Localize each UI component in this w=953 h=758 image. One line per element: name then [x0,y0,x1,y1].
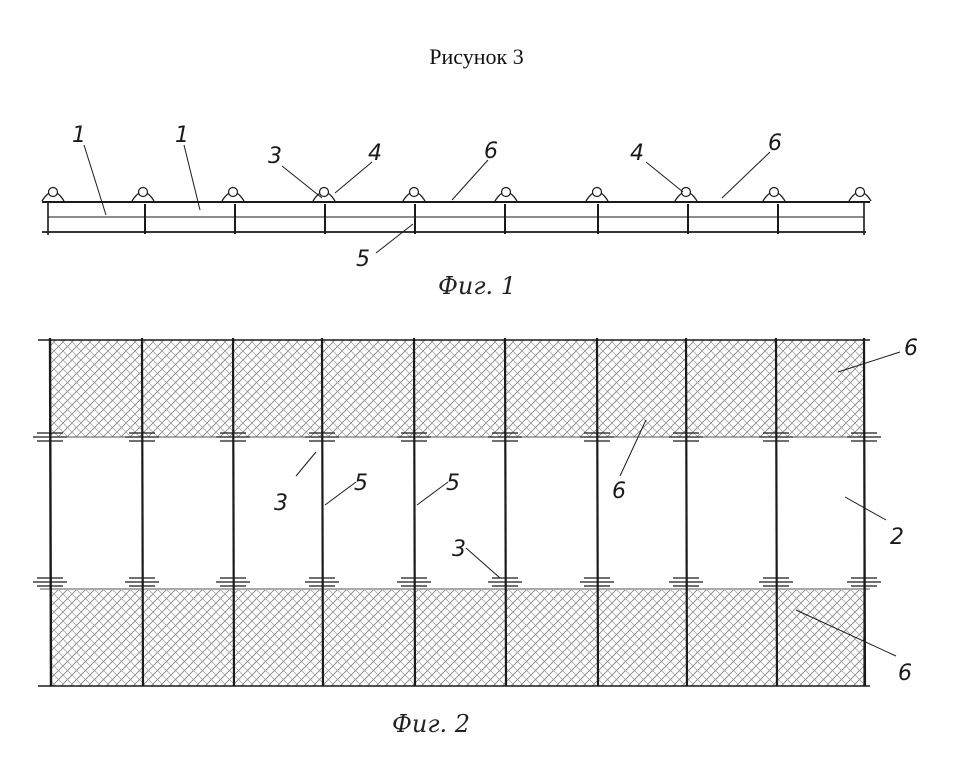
fig1-hinge [402,186,426,202]
fig2-caption: Фиг. 2 [392,710,470,738]
fig1-label-5: 5 [356,247,370,272]
fig2-hatched-bottom-band [50,590,864,686]
fig2-leaders [295,351,901,657]
fig2-posts [48,337,867,687]
fig2-post [774,337,779,687]
fig1-label-6b: 6 [768,131,782,156]
fig2-post [862,337,867,687]
fig2-label-3b: 3 [452,537,466,562]
hinge-pin [137,186,149,198]
fig2-hatched-top-band [50,340,864,437]
fig2-clip [33,432,67,442]
fig1-posts [144,204,779,234]
fig2-post [412,337,417,687]
fig2-label-6-mid: 6 [612,479,626,504]
fig2-label-5a: 5 [354,471,368,496]
fig2-label-6-bottom: 6 [898,661,912,686]
fig2-clip [305,577,339,587]
hinge-pin [854,186,866,198]
fig2-clip [397,432,431,442]
fig2-clip [125,432,159,442]
fig2-clip [847,577,881,587]
hinge-pin [47,186,59,198]
fig2-clip [33,577,67,587]
fig2-post [595,337,600,687]
fig2-clip [216,577,250,587]
fig2-post [231,337,236,687]
fig2-clip [847,432,881,442]
fig2-label-3a: 3 [274,491,288,516]
fig1-label-4a: 4 [368,141,382,166]
fig1-label-1b: 1 [175,123,189,148]
fig2-clip [759,577,793,587]
hinge-pin [591,186,603,198]
fig2-clip [125,577,159,587]
figure-title: Рисунок 3 [429,44,524,69]
fig1-hinge [585,186,609,202]
fig2-plan-view: 6 6 2 3 5 5 3 6 6 Фиг. 2 [33,336,918,738]
fig2-clip [669,577,703,587]
hinge-pin [500,186,512,198]
fig2-label-2: 2 [890,525,904,550]
fig2-clips [33,432,881,587]
fig2-post [503,337,508,687]
fig1-leaders [83,144,771,254]
hinge-pin [680,186,692,198]
fig1-hinge [848,186,872,202]
hinge-pin [227,186,239,198]
hinge-pin [408,186,420,198]
hinge-pin [768,186,780,198]
fig2-clip [216,432,250,442]
fig2-post [684,337,689,687]
fig2-post [320,337,325,687]
fig1-hinges [41,186,872,202]
fig2-post [48,337,53,687]
fig1-hinge [674,186,698,202]
fig2-clip [488,432,522,442]
fig1-hinge [41,186,65,202]
fig1-label-4b: 4 [630,141,644,166]
fig2-clip [488,577,522,587]
hinge-pin [318,186,330,198]
fig2-clip [305,432,339,442]
fig2-clip [580,432,614,442]
fig1-label-6a: 6 [484,139,498,164]
fig2-post [140,337,145,687]
fig1-label-3: 3 [268,144,282,169]
fig2-label-6-top: 6 [904,336,918,361]
fig1-hinge [312,186,336,202]
fig2-clip [397,577,431,587]
fig1-caption: Фиг. 1 [438,272,516,300]
fig2-label-5b: 5 [446,471,460,496]
fig1-hinge [762,186,786,202]
fig1-hinge [221,186,245,202]
fig1-hinge [494,186,518,202]
fig1-hinge [131,186,155,202]
fig2-clip [759,432,793,442]
fig1-label-1a: 1 [72,123,86,148]
fig2-clip [580,577,614,587]
fig1-side-view: 1 1 3 4 6 4 6 5 Фиг. 1 [41,123,872,300]
fig2-clip [669,432,703,442]
